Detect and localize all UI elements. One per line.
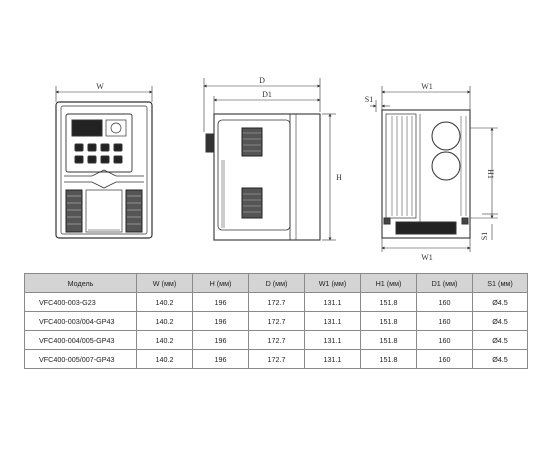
cell-model: VFC400-003/004-GP43: [24, 311, 137, 331]
w1-bottom-label: W1: [421, 253, 433, 262]
depth-label: D: [259, 76, 265, 85]
cell-w: 140.2: [136, 330, 193, 350]
cell-model: VFC400-003-G23: [24, 292, 137, 312]
table-row: VFC400-005/007-GP43 140.2 196 172.7 131.…: [24, 349, 528, 369]
s1-top-label: S1: [365, 95, 373, 104]
cell-d1: 160: [416, 349, 473, 369]
side-view: [203, 78, 336, 241]
cell-s1: Ø4.5: [472, 311, 528, 331]
cell-d: 172.7: [248, 292, 305, 312]
cell-model: VFC400-005/007-GP43: [24, 349, 137, 369]
header-d1: D1 (мм): [416, 273, 473, 293]
dimension-drawing: W D D1 H: [55, 76, 498, 262]
header-w1: W1 (мм): [304, 273, 361, 293]
cell-model: VFC400-004/005-GP43: [24, 330, 137, 350]
cell-w: 140.2: [136, 292, 193, 312]
cell-d: 172.7: [248, 330, 305, 350]
cell-w1: 131.1: [304, 330, 361, 350]
cell-h1: 151.8: [360, 330, 417, 350]
cell-w: 140.2: [136, 349, 193, 369]
cell-h1: 151.8: [360, 292, 417, 312]
header-model: Модель: [24, 273, 137, 293]
s1-side-label: S1: [480, 232, 489, 240]
cell-w1: 131.1: [304, 311, 361, 331]
cell-d: 172.7: [248, 311, 305, 331]
h1-label: H1: [486, 169, 495, 179]
front-view: [55, 86, 153, 239]
table-row: VFC400-004/005-GP43 140.2 196 172.7 131.…: [24, 330, 528, 350]
header-h: H (мм): [192, 273, 249, 293]
cell-d1: 160: [416, 311, 473, 331]
rear-view: [370, 86, 498, 252]
table-row: VFC400-003-G23 140.2 196 172.7 131.1 151…: [24, 292, 528, 312]
cell-w1: 131.1: [304, 349, 361, 369]
table-header-row: Модель W (мм) H (мм) D (мм) W1 (мм) H1 (…: [24, 273, 528, 293]
cell-w: 140.2: [136, 311, 193, 331]
cell-w1: 131.1: [304, 292, 361, 312]
cell-h1: 151.8: [360, 349, 417, 369]
cell-d1: 160: [416, 330, 473, 350]
height-label: H: [336, 173, 342, 182]
cell-d: 172.7: [248, 349, 305, 369]
cell-h: 196: [192, 349, 249, 369]
cell-s1: Ø4.5: [472, 292, 528, 312]
cell-h: 196: [192, 311, 249, 331]
width-label: W: [96, 82, 104, 91]
cell-h1: 151.8: [360, 311, 417, 331]
cell-s1: Ø4.5: [472, 330, 528, 350]
cell-h: 196: [192, 292, 249, 312]
header-s1: S1 (мм): [472, 273, 528, 293]
w1-top-label: W1: [421, 82, 433, 91]
cell-h: 196: [192, 330, 249, 350]
cell-d1: 160: [416, 292, 473, 312]
header-d: D (мм): [248, 273, 305, 293]
table-row: VFC400-003/004-GP43 140.2 196 172.7 131.…: [24, 311, 528, 331]
header-w: W (мм): [136, 273, 193, 293]
depth1-label: D1: [262, 90, 272, 99]
header-h1: H1 (мм): [360, 273, 417, 293]
dimensions-table: Модель W (мм) H (мм) D (мм) W1 (мм) H1 (…: [24, 273, 528, 369]
cell-s1: Ø4.5: [472, 349, 528, 369]
